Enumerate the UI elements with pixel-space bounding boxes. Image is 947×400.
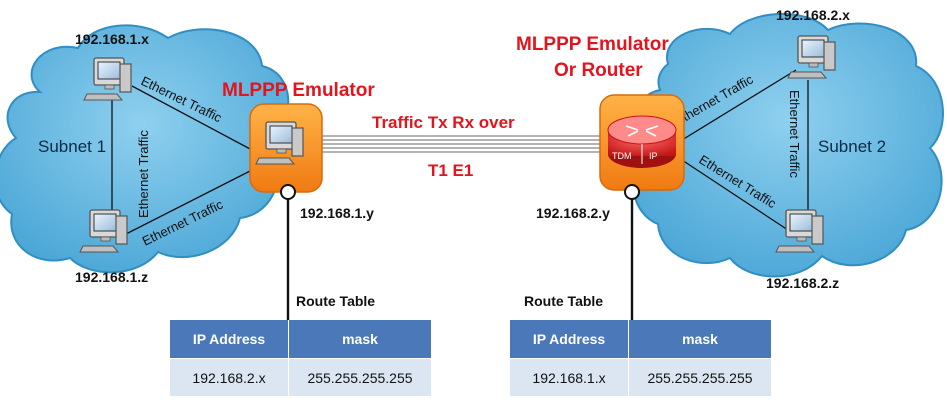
left-device-ip: 192.168.1.y: [300, 205, 374, 221]
column-header: IP Address: [193, 331, 266, 347]
left-route-table-title: Route Table: [296, 293, 375, 309]
right-device-title-line1: MLPPP Emulator: [516, 34, 669, 55]
left-subnet-cloud: [0, 24, 290, 274]
host-ip-label: 192.168.1.x: [75, 31, 149, 47]
column-header: mask: [682, 331, 718, 347]
table-header-cell: [170, 320, 288, 358]
wan-link: [322, 135, 602, 153]
table-cell-value: 192.168.1.x: [532, 370, 605, 386]
router-icon: [607, 115, 677, 145]
right-device-port: [624, 184, 640, 200]
left-route-table: IP Address mask 192.168.2.x 255.255.255.…: [170, 320, 431, 396]
table-cell: [170, 359, 288, 396]
table-cell-value: 192.168.2.x: [192, 370, 265, 386]
wan-label-line2: T1 E1: [428, 161, 473, 180]
router-device: TDM IP: [599, 94, 685, 191]
host-ip-label: 192.168.2.z: [766, 275, 839, 291]
subnet-1-label: Subnet 1: [38, 137, 106, 156]
left-device-port: [280, 184, 296, 200]
column-header: IP Address: [533, 331, 606, 347]
host-ip-label: 192.168.1.z: [75, 269, 148, 285]
left-link-vertical-label: Ethernet Traffic: [136, 130, 151, 218]
router-ip-label: IP: [649, 151, 658, 161]
right-ethernet-links: [681, 69, 809, 235]
column-header: mask: [342, 331, 378, 347]
table-cell-value: 255.255.255.255: [647, 370, 752, 386]
table-cell: [510, 359, 628, 396]
table-header-cell: [629, 320, 771, 358]
table-cell: [289, 359, 431, 396]
table-cell: [629, 359, 771, 396]
right-route-table: IP Address mask 192.168.1.x 255.255.255.…: [510, 320, 771, 396]
table-cell-value: 255.255.255.255: [307, 370, 412, 386]
right-route-table-title: Route Table: [524, 293, 603, 309]
left-ethernet-links: [111, 85, 253, 237]
left-device-title: MLPPP Emulator: [222, 80, 375, 101]
right-device-ip: 192.168.2.y: [536, 205, 610, 221]
subnet-2-label: Subnet 2: [818, 137, 886, 156]
mlppp-emulator-device: [249, 103, 323, 193]
table-header-cell: [510, 320, 628, 358]
router-tdm-label: TDM: [612, 151, 632, 161]
right-link-vertical-label: Ethernet Traffic: [787, 90, 802, 178]
table-header-cell: [289, 320, 431, 358]
right-device-title-line2: Or Router: [554, 60, 643, 81]
wan-label-line1: Traffic Tx Rx over: [372, 113, 515, 132]
host-ip-label: 192.168.2.x: [776, 7, 850, 23]
